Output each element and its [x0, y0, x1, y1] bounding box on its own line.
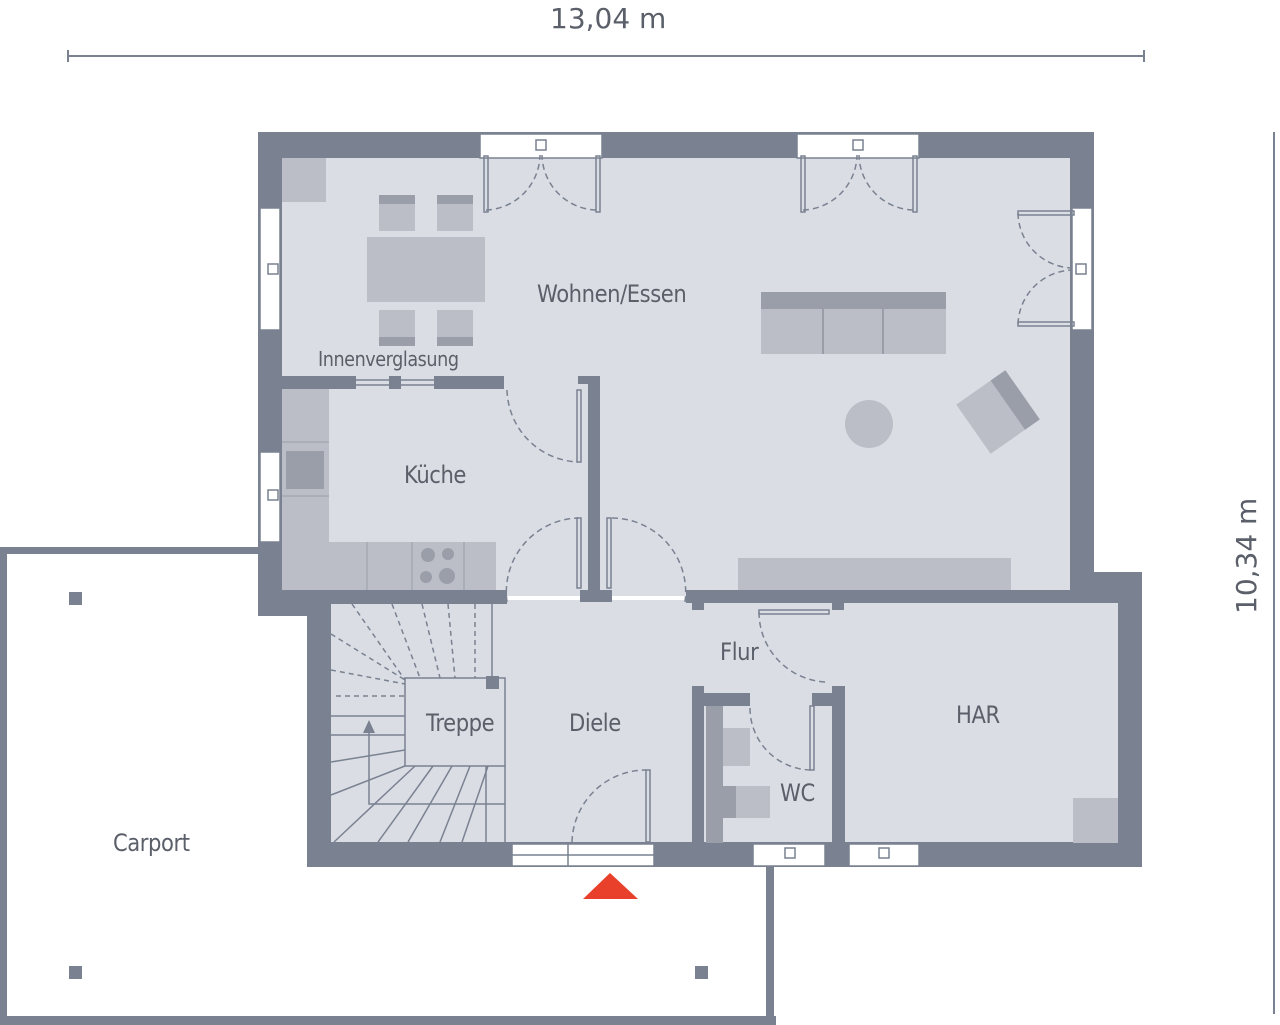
carport-post	[69, 966, 82, 979]
room-label-treppe: Treppe	[426, 709, 495, 737]
entrance-marker-icon	[583, 873, 638, 899]
window-handles	[267, 139, 1087, 866]
staircase	[330, 603, 506, 843]
width-dimension-label: 13,04 m	[550, 2, 667, 35]
label-innenverglasung: Innenverglasung	[318, 347, 459, 371]
room-label-wohnen-essen: Wohnen/Essen	[537, 280, 687, 308]
height-dimension-label: 10,34 m	[1230, 497, 1263, 614]
room-label-carport: Carport	[113, 829, 190, 857]
room-label-kueche: Küche	[404, 461, 466, 489]
room-label-diele: Diele	[569, 709, 621, 737]
arrow-up-icon	[363, 720, 375, 733]
width-dimension-line	[67, 50, 1145, 62]
room-label-wc: WC	[780, 779, 815, 807]
room-label-har: HAR	[956, 701, 1000, 729]
windows	[259, 133, 1093, 867]
furniture	[282, 158, 1118, 843]
door-leaves	[483, 155, 1075, 843]
carport-outline	[0, 547, 776, 1025]
carport-post	[69, 592, 82, 605]
interior-walls	[282, 376, 1118, 846]
carport-post	[695, 966, 708, 979]
door-swings	[485, 154, 1073, 843]
room-label-flur: Flur	[720, 638, 759, 666]
inner-glazing	[356, 379, 434, 386]
